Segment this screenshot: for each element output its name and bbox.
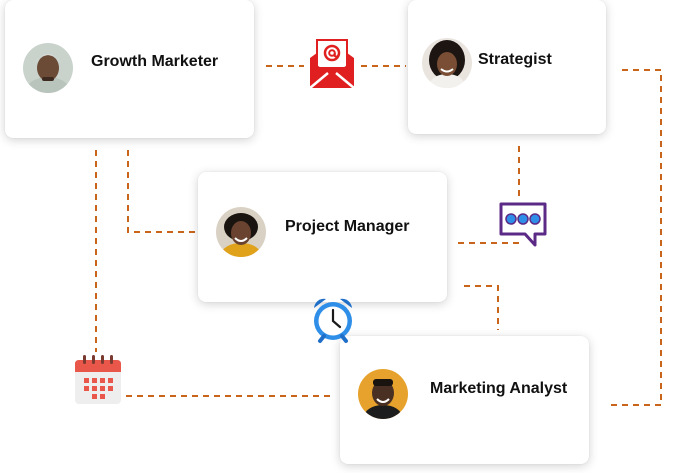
connector-strategist-to-analyst bbox=[606, 69, 662, 406]
avatar-project-manager bbox=[216, 207, 266, 257]
card-marketing-analyst[interactable]: Marketing Analyst bbox=[340, 336, 589, 464]
node-label: Strategist bbox=[478, 51, 552, 68]
email-icon bbox=[304, 38, 360, 95]
node-label: Marketing Analyst bbox=[430, 380, 568, 397]
connector-growth-to-manager bbox=[127, 150, 198, 233]
card-project-manager[interactable]: Project Manager bbox=[198, 172, 447, 302]
calendar-icon bbox=[73, 354, 123, 411]
card-growth-marketer[interactable]: Growth Marketer bbox=[5, 0, 254, 138]
avatar-growth-marketer bbox=[23, 43, 73, 93]
node-label: Project Manager bbox=[285, 218, 410, 235]
chat-bubble-icon bbox=[497, 200, 549, 253]
card-strategist[interactable]: Strategist bbox=[408, 0, 606, 134]
alarm-clock-icon bbox=[310, 296, 356, 351]
connector-manager-to-analyst bbox=[464, 285, 499, 330]
avatar-strategist bbox=[422, 38, 472, 88]
node-label: Growth Marketer bbox=[91, 53, 219, 70]
avatar-marketing-analyst bbox=[358, 369, 408, 419]
